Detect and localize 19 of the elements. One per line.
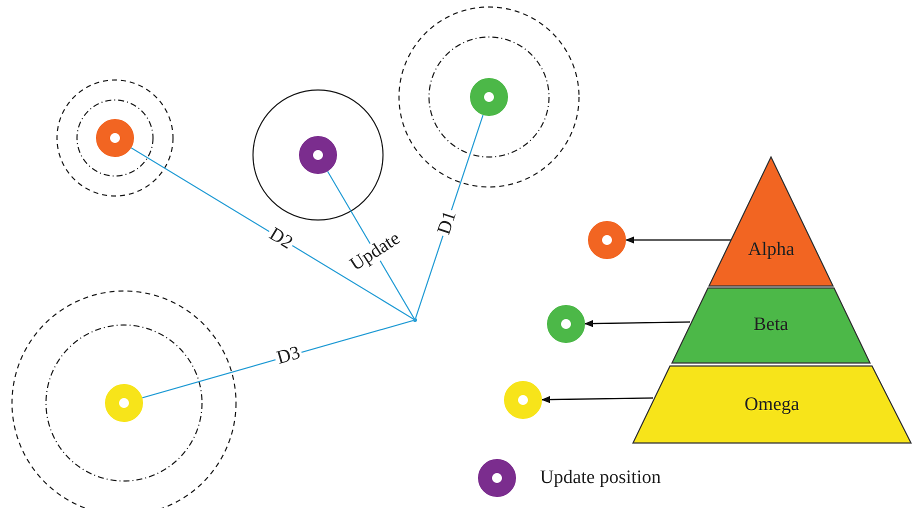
connector-line xyxy=(327,171,414,319)
position-marker xyxy=(504,381,542,419)
connector-line xyxy=(130,147,414,320)
arrow xyxy=(625,236,731,244)
position-marker xyxy=(105,384,143,422)
junction-dot xyxy=(413,318,417,322)
arrow xyxy=(541,396,654,404)
connector-line xyxy=(415,114,484,318)
legend-label: Update position xyxy=(540,467,661,489)
band-label: Alpha xyxy=(748,239,794,261)
arrow xyxy=(584,320,690,328)
position-marker xyxy=(299,136,337,174)
position-marker xyxy=(547,305,585,343)
position-marker xyxy=(470,78,508,116)
position-marker xyxy=(588,221,626,259)
band-label: Beta xyxy=(754,314,788,336)
position-marker xyxy=(96,119,134,157)
band-label: Omega xyxy=(744,394,800,416)
connector-line xyxy=(142,320,414,398)
